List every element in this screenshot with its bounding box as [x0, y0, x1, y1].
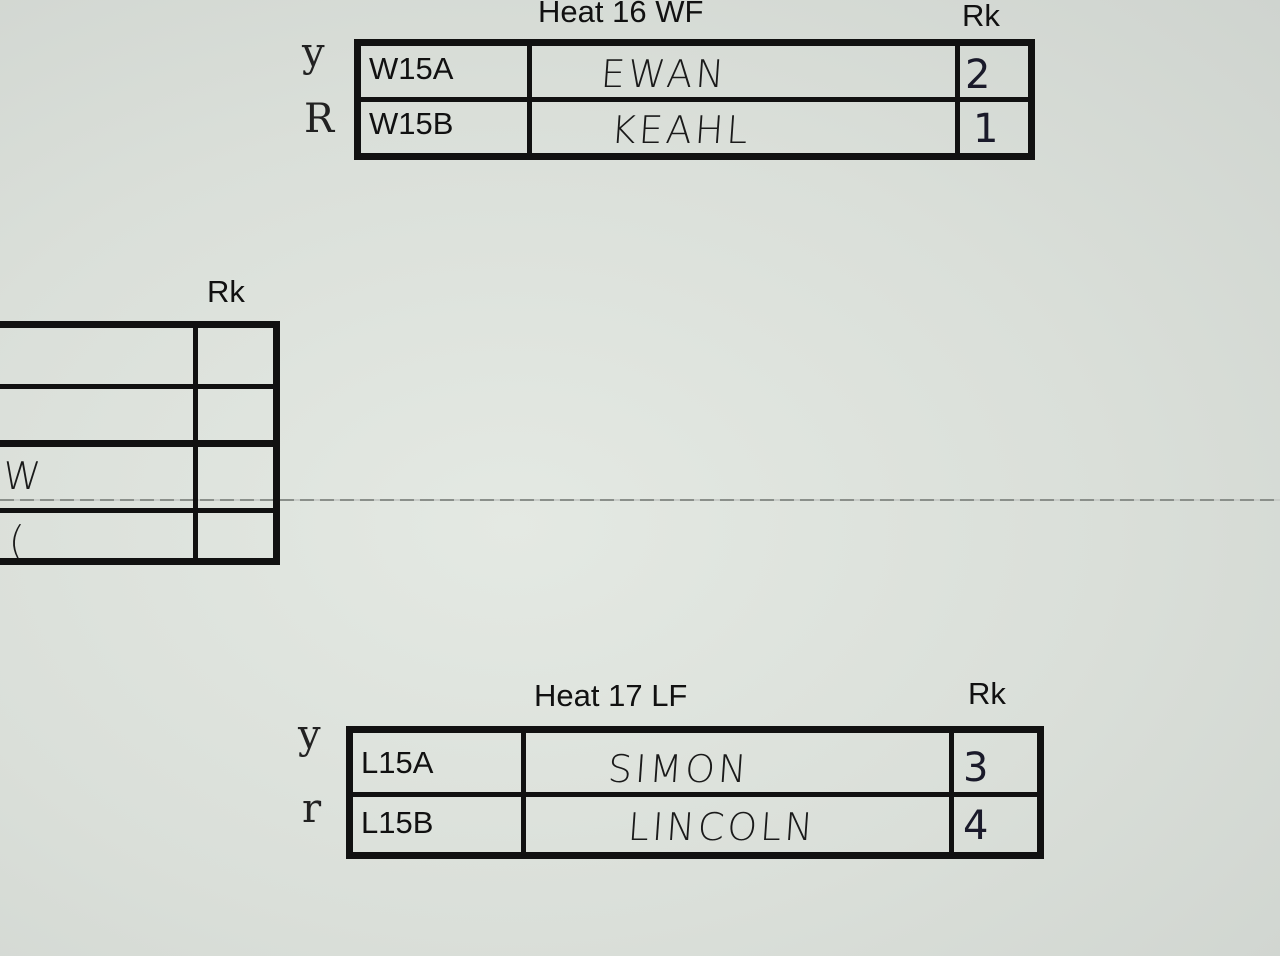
heat16-row2-code: W15B [369, 106, 454, 141]
left-row3-name: W [1, 454, 46, 498]
heat17-table: L15A SIMON 3 L15B LINCOLN 4 [346, 726, 1044, 859]
heat17-row2-code: L15B [361, 805, 434, 840]
heat17-row1-mark: y [298, 712, 321, 758]
heat16-row1-mark: y [302, 30, 325, 76]
left-row4-name: ( [7, 518, 29, 562]
heat16-table: W15A EWAN 2 W15B KEAHL 1 [354, 39, 1035, 160]
heat16-row2-rank: 1 [973, 106, 999, 152]
heat16-row1-rank: 2 [965, 52, 991, 98]
heat17-row2-mark: r [302, 786, 322, 832]
heat16-row1-code: W15A [369, 51, 454, 86]
heat16-row1-name: EWAN [599, 52, 729, 96]
heat16-rank-header: Rk [962, 0, 1000, 33]
heat17-title: Heat 17 LF [534, 678, 688, 713]
heat16-row2-name: KEAHL [609, 108, 753, 152]
heat16-title: Heat 16 WF [538, 0, 704, 29]
heat17-rank-header: Rk [968, 676, 1006, 711]
heat17-row2-name: LINCOLN [626, 805, 818, 849]
heat17-row2-rank: 4 [963, 803, 989, 849]
heat17-row1-code: L15A [361, 745, 434, 780]
heat17-row1-rank: 3 [963, 745, 989, 791]
paper-fold-line [0, 499, 1280, 501]
left-results-table: W ( [0, 321, 280, 565]
heat16-row2-mark: R [304, 96, 335, 142]
heat17-row1-name: SIMON [606, 747, 751, 791]
left-table-rank-header: Rk [207, 274, 245, 309]
